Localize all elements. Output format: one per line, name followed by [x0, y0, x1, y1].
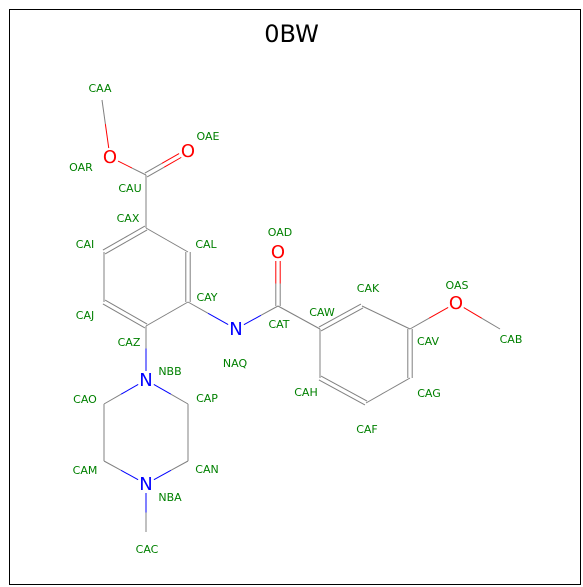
bond-nbb-cap-a: [153, 384, 172, 395]
bond-cau-oae-2-b: [161, 153, 180, 164]
bond-cav-oas-a: [409, 317, 430, 330]
atom-label-oae: OAE: [197, 130, 220, 143]
element-symbol-oar: O: [103, 147, 117, 168]
bond-can-nba-a: [170, 460, 189, 471]
atom-label-caf: CAF: [356, 423, 378, 436]
bond-caf-cah-2-b: [318, 379, 343, 393]
bond-cam-nba-b: [120, 469, 139, 481]
atom-label-cap: CAP: [196, 392, 218, 405]
atom-label-cau: CAU: [118, 182, 141, 195]
bond-naq-cat-a: [243, 314, 262, 326]
element-symbol-nbb: N: [139, 370, 152, 391]
bond-caz-cay-a: [145, 313, 168, 327]
bond-cax-cal-a: [145, 227, 168, 241]
atom-label-can: CAN: [195, 463, 218, 476]
element-symbol-nba: N: [139, 474, 152, 495]
bond-caj-caz-2-b: [125, 311, 148, 325]
bond-cak-cav-a: [361, 305, 387, 318]
element-symbol-oas: O: [449, 293, 463, 314]
atom-label-oas: OAS: [446, 279, 469, 292]
bond-cav-oas-b: [428, 306, 449, 319]
bond-cag-caf-b: [365, 390, 389, 404]
bond-cax-cai-2-a: [125, 229, 148, 243]
atom-label-cax: CAX: [117, 212, 140, 225]
diagram-title: 0BW: [264, 20, 319, 48]
element-symbol-naq: N: [229, 319, 242, 340]
atom-label-naq: NAQ: [223, 357, 248, 370]
bond-caz-cay-b: [166, 301, 189, 315]
element-symbol-oae: O: [181, 141, 195, 162]
bond-naq-cat-b: [260, 305, 279, 316]
bond-cax-cai-1-a: [123, 225, 146, 239]
bond-cat-caw-b: [298, 317, 321, 330]
atom-label-oar: OAR: [69, 161, 93, 174]
bond-cau-oae-1-b: [163, 156, 182, 168]
atom-label-oad: OAD: [268, 226, 292, 239]
bond-nbb-cao-b: [103, 393, 122, 405]
bond-oar-cau-a: [117, 160, 133, 169]
bond-caf-cah-1-b: [320, 375, 345, 390]
bond-nbb-cap-b: [170, 393, 189, 405]
bond-nbb-cao-a: [120, 384, 139, 395]
atom-label-cay: CAY: [196, 291, 217, 304]
bond-can-nba-b: [153, 469, 172, 481]
atom-label-cal: CAL: [195, 238, 217, 251]
atom-label-caz: CAZ: [118, 336, 141, 349]
bond-cay-naq-a: [187, 301, 209, 314]
bond-cam-nba-a: [103, 460, 122, 471]
bond-cat-caw-a: [277, 305, 300, 318]
atom-label-cab: CAB: [500, 333, 523, 346]
bond-caa-oar-a: [101, 99, 106, 125]
bond-caa-oar-b: [104, 123, 110, 149]
atom-label-cai: CAI: [76, 238, 94, 251]
element-symbol-oad: O: [271, 242, 285, 263]
bond-caf-cah-2-a: [341, 391, 366, 406]
atom-label-cao: CAO: [73, 393, 97, 406]
bond-cak-cav-b: [385, 317, 411, 330]
bond-cau-oae-2-a: [144, 162, 163, 174]
bond-caw-cak-2-a: [318, 315, 341, 328]
atom-label-caw: CAW: [309, 306, 335, 319]
bond-caf-cah-1-a: [343, 388, 368, 402]
bond-caj-caz-1-a: [102, 303, 125, 317]
atom-label-nbb: NBB: [158, 365, 181, 378]
bond-oas-cab-a: [463, 307, 483, 319]
bond-caw-cak-1-a: [320, 318, 343, 332]
bond-cay-naq-b: [207, 312, 229, 326]
atom-label-cah: CAH: [294, 386, 317, 399]
atom-label-cam: CAM: [73, 464, 98, 477]
bond-cax-cai-2-b: [104, 241, 127, 255]
bond-cau-oae-1-a: [146, 166, 165, 178]
bond-caj-caz-1-b: [123, 315, 146, 329]
atom-label-cac: CAC: [136, 543, 159, 556]
atom-label-cak: CAK: [357, 282, 380, 295]
bond-caw-cak-2-b: [339, 303, 362, 317]
atom-label-cat: CAT: [268, 318, 289, 331]
bond-cag-caf-a: [387, 377, 411, 391]
atom-label-caa: CAA: [88, 82, 112, 95]
bond-cax-cal-b: [166, 239, 189, 253]
bond-caw-cak-1-b: [341, 307, 364, 320]
atom-label-cav: CAV: [417, 335, 440, 348]
atom-label-cag: CAG: [417, 387, 441, 400]
bond-oas-cab-b: [481, 317, 501, 330]
bond-cax-cai-1-b: [102, 237, 125, 251]
atom-label-caj: CAJ: [76, 309, 94, 322]
bond-caj-caz-2-a: [104, 299, 127, 313]
bond-oar-cau-b: [131, 167, 147, 176]
atom-label-nba: NBA: [158, 491, 182, 504]
